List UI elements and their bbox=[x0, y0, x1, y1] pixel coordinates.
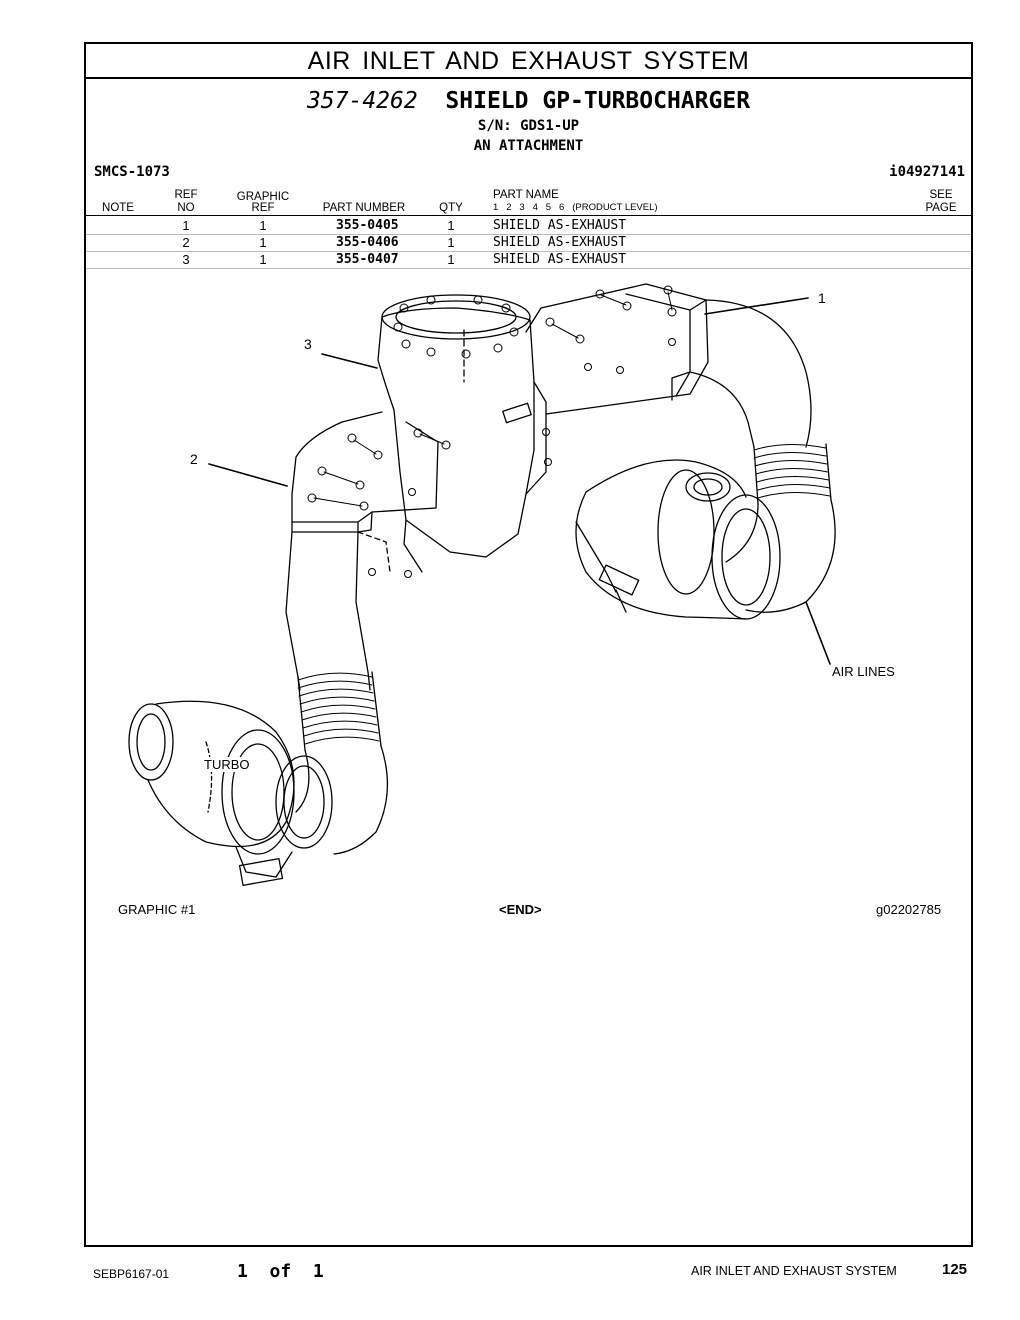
row-graphic-ref: 1 bbox=[259, 218, 267, 233]
header-product-levels: 1 2 3 4 5 6 (PRODUCT LEVEL) bbox=[493, 202, 658, 213]
row-part-number[interactable]: 355-0407 bbox=[336, 252, 399, 267]
row-ref: 3 bbox=[182, 252, 190, 267]
table-row: 2 1 355-0406 1 SHIELD AS-EXHAUST bbox=[86, 234, 971, 252]
group-number: 357-4262 bbox=[306, 88, 418, 114]
row-graphic-ref: 1 bbox=[259, 252, 267, 267]
header-ref-top: REF bbox=[174, 189, 198, 201]
row-ref: 1 bbox=[182, 218, 190, 233]
end-marker: <END> bbox=[499, 902, 542, 917]
row-qty: 1 bbox=[447, 252, 455, 267]
footer-section-title: AIR INLET AND EXHAUST SYSTEM bbox=[691, 1264, 897, 1278]
page-frame: AIR INLET AND EXHAUST SYSTEM 357-4262 SH… bbox=[84, 42, 973, 1247]
header-see-top: SEE bbox=[929, 189, 953, 201]
callout-ref-3: 3 bbox=[304, 336, 312, 352]
header-divider bbox=[86, 215, 971, 216]
group-name: SHIELD GP-TURBOCHARGER bbox=[445, 88, 751, 114]
turbocharger-shield-illustration bbox=[128, 283, 836, 886]
row-part-number[interactable]: 355-0406 bbox=[336, 235, 399, 250]
header-ref-bottom: NO bbox=[177, 202, 195, 214]
row-part-number[interactable]: 355-0405 bbox=[336, 218, 399, 233]
callout-air-lines: AIR LINES bbox=[832, 664, 895, 679]
header-graphic-bottom: REF bbox=[251, 202, 275, 214]
page-of-count: 1 of 1 bbox=[237, 1261, 324, 1282]
graphic-id: g02202785 bbox=[876, 902, 942, 917]
callout-turbo: TURBO bbox=[204, 757, 250, 772]
section-title: AIR INLET AND EXHAUST SYSTEM bbox=[86, 44, 971, 79]
header-note: NOTE bbox=[102, 202, 134, 214]
row-qty: 1 bbox=[447, 218, 455, 233]
row-part-name: SHIELD AS-EXHAUST bbox=[493, 235, 627, 250]
row-ref: 2 bbox=[182, 235, 190, 250]
header-part-number: PART NUMBER bbox=[322, 202, 406, 214]
row-part-name: SHIELD AS-EXHAUST bbox=[493, 218, 627, 233]
callout-ref-1: 1 bbox=[818, 290, 826, 306]
group-heading: 357-4262 SHIELD GP-TURBOCHARGER bbox=[86, 88, 971, 114]
serial-number: S/N: GDS1-UP bbox=[477, 118, 580, 134]
header-qty: QTY bbox=[439, 202, 463, 214]
illustration-id: i04927141 bbox=[889, 164, 965, 180]
header-part-name: PART NAME bbox=[493, 189, 559, 201]
callout-ref-2: 2 bbox=[190, 451, 198, 467]
table-row: 3 1 355-0407 1 SHIELD AS-EXHAUST bbox=[86, 251, 971, 269]
header-graphic-top: GRAPHIC bbox=[236, 191, 290, 203]
table-row: 1 1 355-0405 1 SHIELD AS-EXHAUST bbox=[86, 217, 971, 235]
row-part-name: SHIELD AS-EXHAUST bbox=[493, 252, 627, 267]
document-id: SEBP6167-01 bbox=[93, 1267, 170, 1281]
row-graphic-ref: 1 bbox=[259, 235, 267, 250]
smcs-code: SMCS-1073 bbox=[94, 164, 170, 180]
row-qty: 1 bbox=[447, 235, 455, 250]
graphic-label: GRAPHIC #1 bbox=[118, 902, 196, 917]
attachment-label: AN ATTACHMENT bbox=[473, 138, 584, 154]
page-number: 125 bbox=[942, 1261, 968, 1278]
header-see-bottom: PAGE bbox=[925, 202, 957, 214]
